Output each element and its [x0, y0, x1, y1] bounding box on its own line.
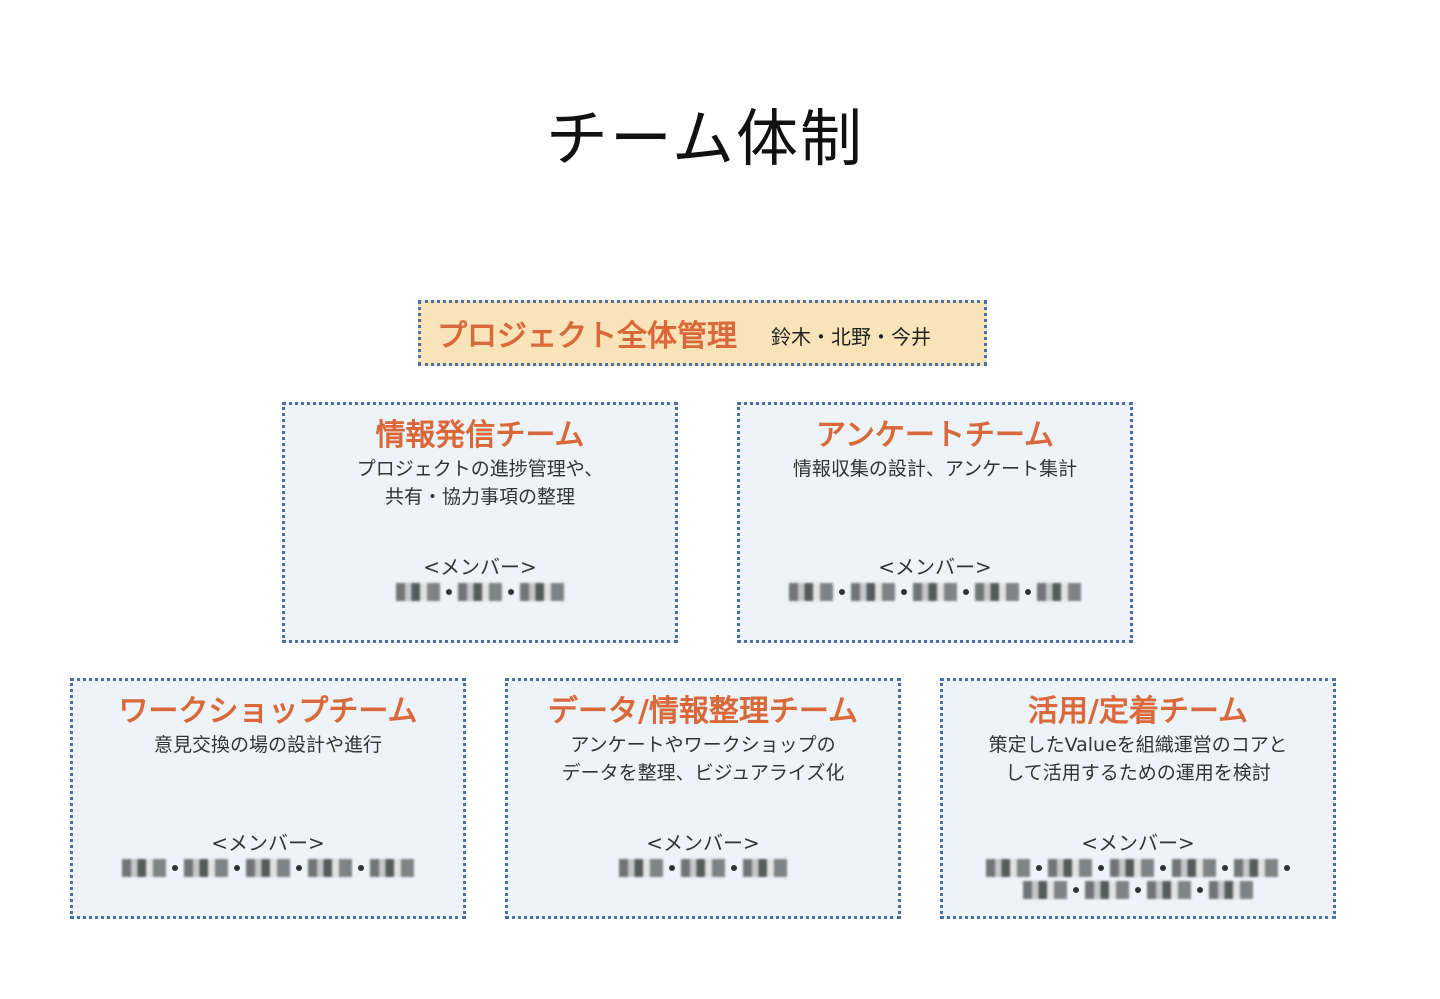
project-management-members: 鈴木・北野・今井 — [771, 324, 931, 349]
team-box-adoption: 活用/定着チーム 策定したValueを組織運営のコアと して活用するための運用を… — [940, 678, 1336, 919]
team-name: 情報発信チーム — [375, 418, 585, 453]
redacted-member-name — [396, 583, 440, 601]
separator-dot — [963, 589, 969, 595]
team-desc: プロジェクトの進捗管理や、 共有・協力事項の整理 — [356, 458, 604, 508]
redacted-member-name — [1110, 859, 1154, 877]
redacted-member-name — [1209, 881, 1253, 899]
redacted-member-name — [789, 583, 833, 601]
redacted-member-name — [975, 583, 1019, 601]
redacted-member-name — [743, 859, 787, 877]
members-redacted — [968, 859, 1308, 899]
separator-dot — [296, 865, 302, 871]
redacted-member-name — [851, 583, 895, 601]
members-label: <メンバー> — [423, 555, 537, 579]
separator-dot — [1025, 589, 1031, 595]
members-redacted — [765, 583, 1105, 601]
redacted-member-name — [1048, 859, 1092, 877]
members-label: <メンバー> — [878, 555, 992, 579]
separator-dot — [172, 865, 178, 871]
team-name: アンケートチーム — [816, 418, 1054, 453]
redacted-member-name — [619, 859, 663, 877]
members-label: <メンバー> — [211, 831, 325, 855]
team-box-workshop: ワークショップチーム 意見交換の場の設計や進行 <メンバー> — [70, 678, 466, 919]
separator-dot — [358, 865, 364, 871]
separator-dot — [1160, 865, 1166, 871]
team-box-info: 情報発信チーム プロジェクトの進捗管理や、 共有・協力事項の整理 <メンバー> — [282, 402, 678, 643]
team-desc: 策定したValueを組織運営のコアと して活用するための運用を検討 — [988, 734, 1288, 784]
separator-dot — [901, 589, 907, 595]
separator-dot — [1135, 887, 1141, 893]
team-desc: 意見交換の場の設計や進行 — [153, 734, 382, 756]
redacted-member-name — [986, 859, 1030, 877]
team-name: データ/情報整理チーム — [547, 694, 859, 729]
members-redacted — [310, 583, 650, 601]
separator-dot — [508, 589, 514, 595]
project-management-label: プロジェクト全体管理 — [437, 319, 737, 354]
redacted-member-name — [370, 859, 414, 877]
redacted-member-name — [122, 859, 166, 877]
members-redacted — [98, 859, 438, 877]
redacted-member-name — [1037, 583, 1081, 601]
separator-dot — [234, 865, 240, 871]
redacted-member-name — [184, 859, 228, 877]
team-desc: 情報収集の設計、アンケート集計 — [792, 458, 1078, 480]
separator-dot — [1222, 865, 1228, 871]
separator-dot — [446, 589, 452, 595]
members-label: <メンバー> — [646, 831, 760, 855]
redacted-member-name — [1085, 881, 1129, 899]
redacted-member-name — [913, 583, 957, 601]
redacted-member-name — [681, 859, 725, 877]
project-management-box: プロジェクト全体管理 鈴木・北野・今井 — [418, 300, 987, 366]
separator-dot — [1197, 887, 1203, 893]
redacted-member-name — [520, 583, 564, 601]
redacted-member-name — [458, 583, 502, 601]
separator-dot — [1036, 865, 1042, 871]
team-box-survey: アンケートチーム 情報収集の設計、アンケート集計 <メンバー> — [737, 402, 1133, 643]
redacted-member-name — [308, 859, 352, 877]
team-name: ワークショップチーム — [118, 694, 418, 729]
separator-dot — [1098, 865, 1104, 871]
redacted-member-name — [1147, 881, 1191, 899]
members-label: <メンバー> — [1081, 831, 1195, 855]
separator-dot — [839, 589, 845, 595]
redacted-member-name — [246, 859, 290, 877]
separator-dot — [1073, 887, 1079, 893]
team-name: 活用/定着チーム — [1027, 694, 1249, 729]
team-desc: アンケートやワークショップの データを整理、ビジュアライズ化 — [561, 734, 845, 784]
redacted-member-name — [1023, 881, 1067, 899]
separator-dot — [669, 865, 675, 871]
redacted-member-name — [1172, 859, 1216, 877]
members-redacted — [533, 859, 873, 877]
redacted-member-name — [1234, 859, 1278, 877]
separator-dot — [1284, 865, 1290, 871]
page-title: チーム体制 — [545, 102, 865, 175]
separator-dot — [731, 865, 737, 871]
team-box-data: データ/情報整理チーム アンケートやワークショップの データを整理、ビジュアライ… — [505, 678, 901, 919]
